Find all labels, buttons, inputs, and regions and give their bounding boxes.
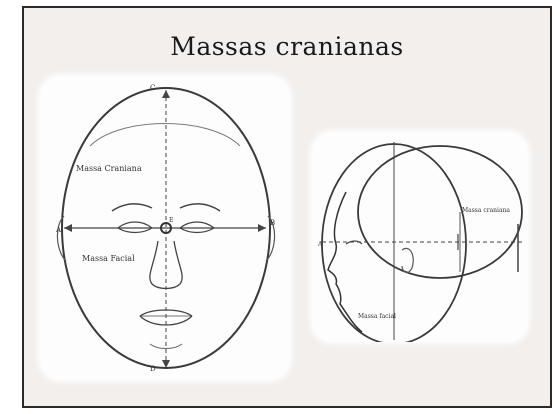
point-b-label: B	[270, 219, 275, 227]
side-label-bottom: Massa facial	[358, 313, 396, 320]
label-cranial-mass: Massa Craniana	[76, 164, 142, 173]
left-eyebrow	[112, 204, 152, 211]
side-point-a-label: A	[317, 241, 323, 248]
side-view-card: Massa craniana Massa facial A	[312, 132, 528, 342]
point-d-label: D	[150, 365, 156, 373]
right-eye	[180, 222, 214, 233]
left-eye	[118, 222, 152, 233]
point-e-label: E	[169, 217, 173, 224]
slide-title: Massas cranianas	[24, 32, 550, 61]
slide: Massas cranianas	[22, 6, 552, 408]
side-label-mass: Massa craniana	[462, 207, 510, 214]
point-c-label: C	[150, 84, 155, 92]
label-facial-mass: Massa Facial	[82, 254, 135, 263]
side-head-drawing: Massa craniana Massa facial A	[312, 132, 528, 342]
front-view-card: Massa Craniana Massa Facial C D A B E	[40, 76, 290, 380]
front-head-drawing: Massa Craniana Massa Facial C D A B E	[40, 76, 290, 380]
face-profile	[328, 192, 362, 332]
point-a-label: A	[55, 226, 62, 234]
right-eyebrow	[180, 204, 220, 211]
side-ear	[402, 248, 413, 272]
